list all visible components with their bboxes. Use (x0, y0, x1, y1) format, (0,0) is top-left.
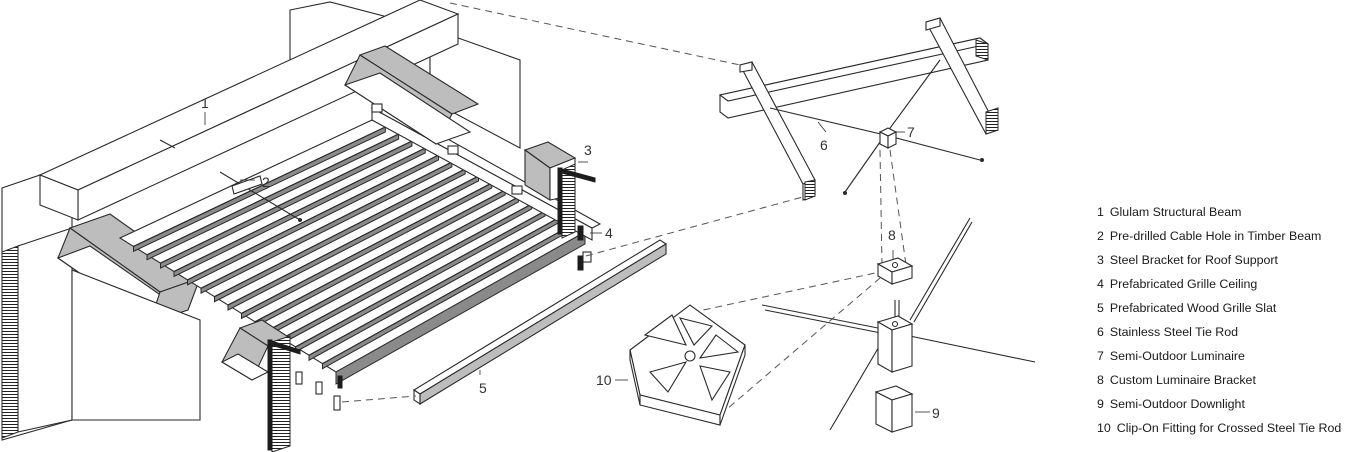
legend-item: 1 Glulam Structural Beam (1097, 205, 1347, 229)
legend-item: 7 Semi-Outdoor Luminaire (1097, 349, 1347, 373)
legend-label: Stainless Steel Tie Rod (1109, 325, 1239, 339)
grille-slat-edge (295, 210, 546, 348)
right-bracket-block (523, 141, 596, 239)
grille-slat-edge (254, 189, 506, 323)
callout-4: 4 (605, 225, 613, 241)
legend-label: Semi-Outdoor Downlight (1109, 397, 1245, 411)
legend-item: 5 Prefabricated Wood Grille Slat (1097, 301, 1347, 325)
grille-slat-edge (322, 224, 572, 365)
semi-outdoor-downlight (874, 385, 914, 433)
legend-item: 2 Pre-drilled Cable Hole in Timber Beam (1097, 229, 1347, 253)
tie-rods (769, 59, 984, 195)
callout-8: 8 (888, 227, 896, 243)
callout-numbers: 1 2 3 4 5 6 7 8 9 10 (201, 95, 940, 421)
legend-label: Prefabricated Wood Grille Slat (1109, 301, 1277, 315)
callout-10: 10 (596, 372, 612, 388)
legend-item: 10 Clip-On Fitting for Crossed Steel Tie … (1097, 421, 1347, 445)
grille-slat-edge (173, 147, 426, 272)
grille-slat-edge (281, 203, 533, 339)
callout-5: 5 (479, 380, 487, 396)
legend-label: Prefabricated Grille Ceiling (1109, 277, 1258, 291)
wood-grille-slat (412, 239, 668, 406)
legend-label: Semi-Outdoor Luminaire (1109, 349, 1245, 363)
grille-slat-edge (160, 140, 413, 264)
legend-item: 3 Steel Bracket for Roof Support (1097, 253, 1347, 277)
legend-number: 10 (1097, 421, 1111, 435)
legend-label: Steel Bracket for Roof Support (1109, 253, 1278, 267)
grille-slat-edge (308, 217, 559, 356)
grille-fixings (295, 225, 592, 411)
legend-item: 4 Prefabricated Grille Ceiling (1097, 277, 1347, 301)
clip-on-fitting (629, 304, 746, 426)
bracket-downlight-detail (761, 217, 1036, 433)
callout-3: 3 (584, 142, 592, 158)
grille-slat-edge (227, 175, 479, 306)
legend-number: 7 (1097, 349, 1104, 363)
callout-9: 9 (932, 405, 940, 421)
upper-steel-bracket (343, 45, 523, 195)
cable-rod (219, 171, 302, 222)
main-roof-assembly (1, 0, 668, 452)
legend-item: 9 Semi-Outdoor Downlight (1097, 397, 1347, 421)
left-wall (1, 174, 73, 441)
grille-slat-edge (241, 182, 493, 314)
callout-2: 2 (262, 174, 270, 190)
grille-slat-edge (146, 133, 399, 256)
grille-slat-edge (268, 196, 519, 331)
legend-number: 4 (1097, 277, 1104, 291)
legend-label: Clip-On Fitting for Crossed Steel Tie Ro… (1116, 421, 1342, 435)
legend-number: 2 (1097, 229, 1104, 243)
crossed-beam-detail (718, 17, 999, 201)
grille-slat-edge (187, 154, 439, 281)
legend-number: 5 (1097, 301, 1104, 315)
legend-number: 9 (1097, 397, 1104, 411)
front-wall (71, 269, 201, 421)
grille-slat-edge (133, 126, 386, 247)
grille-ceiling (118, 103, 602, 385)
legend-number: 8 (1097, 373, 1104, 387)
legend-item: 6 Stainless Steel Tie Rod (1097, 325, 1347, 349)
component-legend: 1 Glulam Structural Beam 2 Pre-drilled Cab… (1097, 205, 1347, 445)
grille-slat-edge (200, 161, 453, 289)
callout-1: 1 (201, 95, 209, 111)
legend-number: 1 (1097, 205, 1104, 219)
front-bracket-post (220, 319, 301, 452)
callout-7: 7 (907, 124, 915, 140)
semi-outdoor-luminaire (878, 127, 898, 149)
legend-label: Glulam Structural Beam (1109, 205, 1242, 219)
custom-luminaire-bracket (876, 257, 914, 373)
legend-label: Custom Luminaire Bracket (1109, 373, 1256, 387)
legend-number: 6 (1097, 325, 1104, 339)
projection-lines (341, 2, 907, 416)
legend-number: 3 (1097, 253, 1104, 267)
grille-slat-edge (214, 168, 466, 298)
legend-label: Pre-drilled Cable Hole in Timber Beam (1109, 229, 1322, 243)
legend-item: 8 Custom Luminaire Bracket (1097, 373, 1347, 397)
callout-6: 6 (820, 137, 828, 153)
